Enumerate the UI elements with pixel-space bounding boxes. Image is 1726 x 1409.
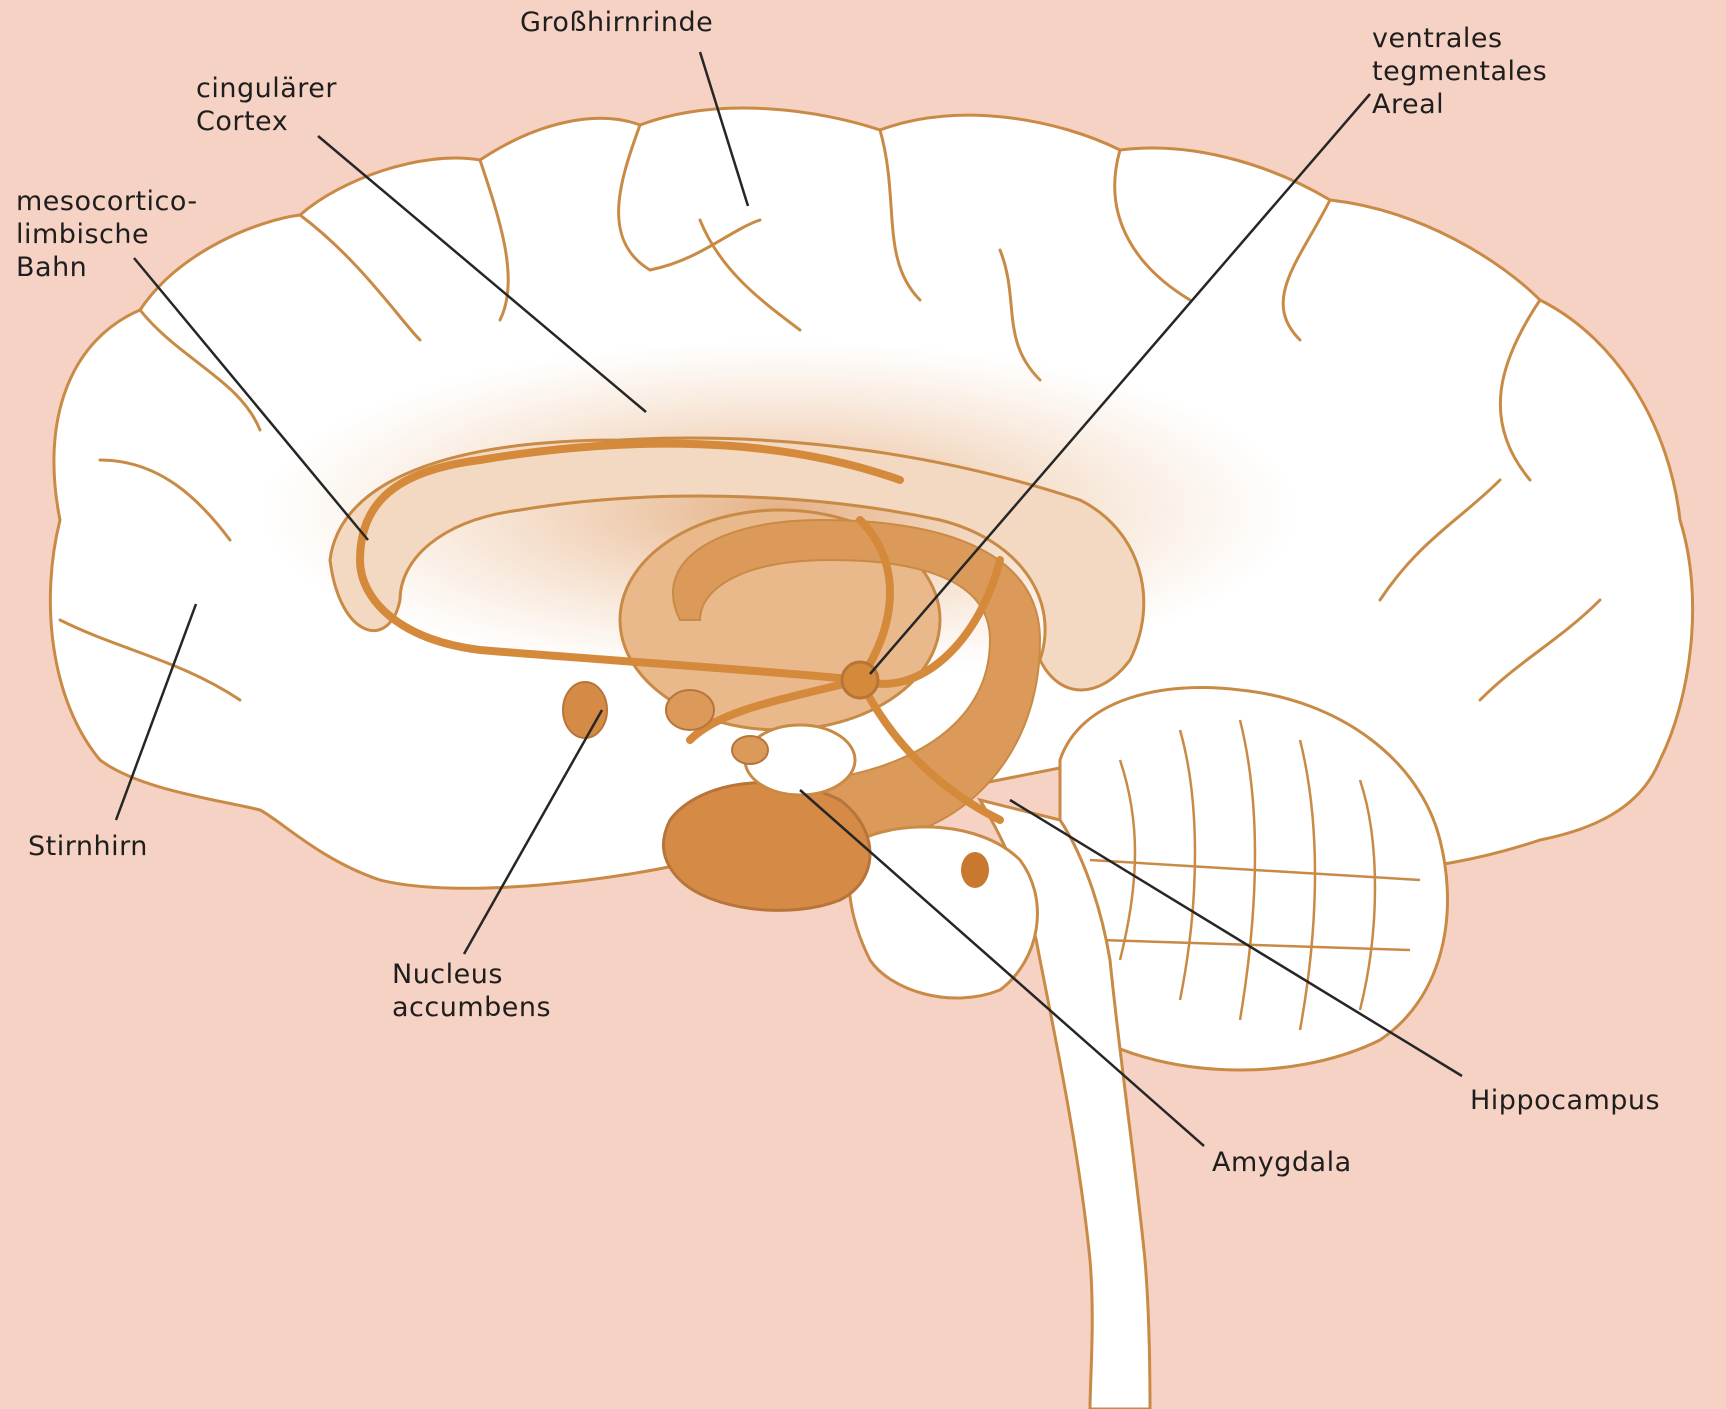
pons bbox=[849, 827, 1037, 998]
temporal-lobe bbox=[663, 783, 870, 911]
label-nucleus-accumbens: Nucleus accumbens bbox=[392, 958, 551, 1024]
olfactory-node bbox=[666, 690, 714, 730]
label-hippocampus: Hippocampus bbox=[1470, 1084, 1660, 1117]
label-ventrales-tegmentales-areal: ventrales tegmentales Areal bbox=[1372, 22, 1547, 121]
midbrain-dot bbox=[961, 852, 989, 888]
label-grosshirnrinde: Großhirnrinde bbox=[520, 6, 713, 39]
vta-node bbox=[842, 662, 878, 698]
mammillary-node bbox=[732, 736, 768, 764]
label-amygdala: Amygdala bbox=[1212, 1146, 1352, 1179]
nucleus-accumbens-structure bbox=[563, 682, 607, 738]
label-cingulaerer-cortex: cingulärer Cortex bbox=[196, 72, 337, 138]
label-mesocorticolimbische-bahn: mesocortico- limbische Bahn bbox=[16, 185, 198, 284]
label-stirnhirn: Stirnhirn bbox=[28, 830, 148, 863]
